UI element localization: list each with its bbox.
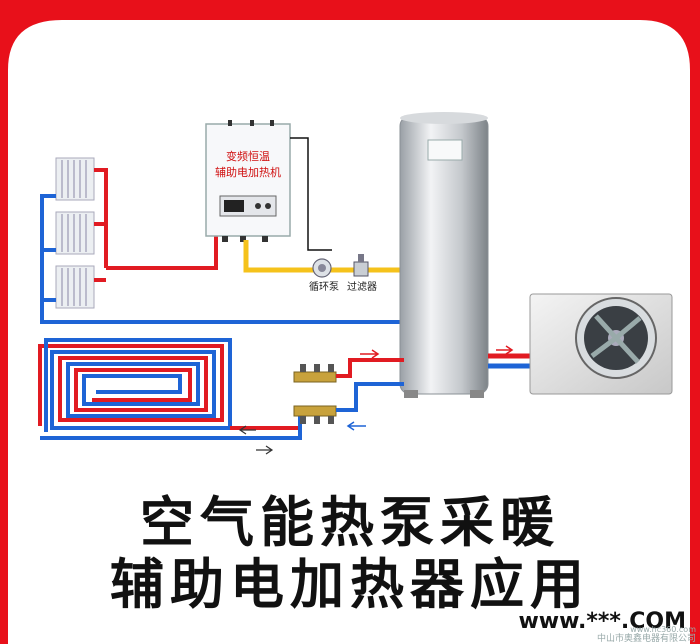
caption-line2: 辅助电加热器应用 [110, 553, 590, 616]
filter-icon [353, 254, 369, 277]
flow-arrow-cold [346, 421, 366, 431]
filter-label: 过滤器 [347, 280, 377, 293]
flow-arrow-floor-supply [256, 445, 274, 455]
floor-heating-coil [38, 338, 232, 432]
footer-company: 中山市奥鑫电器有限公司 [596, 634, 696, 644]
manifold-hot-pipe [336, 358, 404, 378]
pump-label: 循环泵 [309, 280, 339, 293]
outdoor-unit [529, 293, 673, 395]
heater-label-line1: 变频恒温 [226, 149, 270, 163]
heater-label-line2: 辅助电加热机 [215, 165, 281, 179]
manifold [293, 364, 337, 424]
caption-line1: 空气能热泵采暖 [140, 491, 560, 554]
pump-icon [312, 258, 332, 278]
radiator-cold-pipes [40, 194, 404, 324]
water-tank [399, 112, 489, 398]
water-pipe [243, 240, 404, 273]
manifold-cold-pipe [336, 382, 404, 412]
watermark: www.***.COM [518, 609, 686, 634]
radiator-top [55, 157, 95, 201]
flow-arrow-floor-return [238, 425, 256, 435]
flow-arrow-hot [360, 349, 380, 359]
radiator-hot-pipes [94, 168, 218, 282]
radiator-bottom [55, 265, 95, 309]
power-cable [290, 137, 332, 251]
flow-arrow-ac [496, 345, 514, 355]
electric-heater [205, 120, 291, 242]
radiator-middle [55, 211, 95, 255]
footer-url: www.hc360.com [630, 625, 696, 634]
